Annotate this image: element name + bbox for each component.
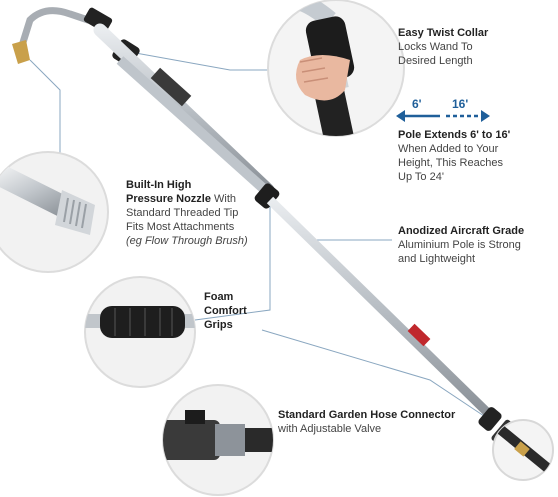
nozzle-title-2-rest: With bbox=[210, 193, 237, 205]
grips-line-3: Grips bbox=[204, 319, 233, 331]
nozzle-bubble bbox=[0, 151, 109, 273]
nozzle-title-1: Built-In High bbox=[126, 179, 192, 191]
twist-collar-title: Easy Twist Collar bbox=[398, 27, 489, 39]
twist-collar-line-1: Locks Wand To bbox=[398, 41, 473, 53]
twist-collar-line-2: Desired Length bbox=[398, 55, 473, 67]
anodized-line-2: and Lightweight bbox=[398, 253, 476, 265]
twist-collar-callout: Easy Twist Collar Locks Wand To Desired … bbox=[398, 26, 488, 68]
anodized-line-1: Aluminium Pole is Strong bbox=[398, 239, 521, 251]
extends-line-3: Up To 24' bbox=[398, 171, 444, 183]
label-6ft: 6' bbox=[412, 97, 422, 111]
hose-line-1: with Adjustable Valve bbox=[278, 423, 382, 435]
extends-callout: Pole Extends 6' to 16' When Added to You… bbox=[398, 128, 510, 184]
extends-line-1: When Added to Your bbox=[398, 143, 499, 155]
hose-connector-bubble bbox=[162, 384, 274, 496]
nozzle-line-2: Fits Most Attachments bbox=[126, 221, 235, 233]
pole bbox=[12, 7, 517, 447]
label-16ft: 16' bbox=[452, 97, 469, 111]
anodized-callout: Anodized Aircraft Grade Aluminium Pole i… bbox=[398, 224, 524, 266]
nozzle-title-2: Pressure Nozzle bbox=[126, 193, 211, 205]
brand-label bbox=[150, 67, 192, 107]
hose-callout: Standard Garden Hose Connector with Adju… bbox=[278, 408, 455, 436]
extends-line-2: Height, This Reaches bbox=[398, 157, 503, 169]
hose-title: Standard Garden Hose Connector bbox=[278, 409, 456, 421]
leader-lines bbox=[29, 51, 491, 421]
grips-callout: Foam Comfort Grips bbox=[204, 290, 247, 332]
grip-bubble bbox=[84, 276, 196, 388]
extends-title: Pole Extends 6' to 16' bbox=[398, 129, 511, 141]
extension-arrows bbox=[396, 110, 490, 122]
grips-line-1: Foam bbox=[204, 291, 234, 303]
bottom-collar bbox=[478, 407, 502, 431]
nozzle-line-3: (eg Flow Through Brush) bbox=[126, 235, 248, 247]
grips-line-2: Comfort bbox=[204, 305, 247, 317]
twist-collar-bubble bbox=[267, 0, 405, 137]
nozzle-line-1: Standard Threaded Tip bbox=[126, 207, 239, 219]
nozzle-callout: Built-In High Pressure Nozzle With Stand… bbox=[126, 178, 248, 248]
red-label bbox=[407, 323, 431, 347]
end-cap-bubble bbox=[492, 419, 554, 481]
anodized-title: Anodized Aircraft Grade bbox=[398, 225, 525, 237]
brass-nozzle-tip bbox=[12, 40, 30, 64]
